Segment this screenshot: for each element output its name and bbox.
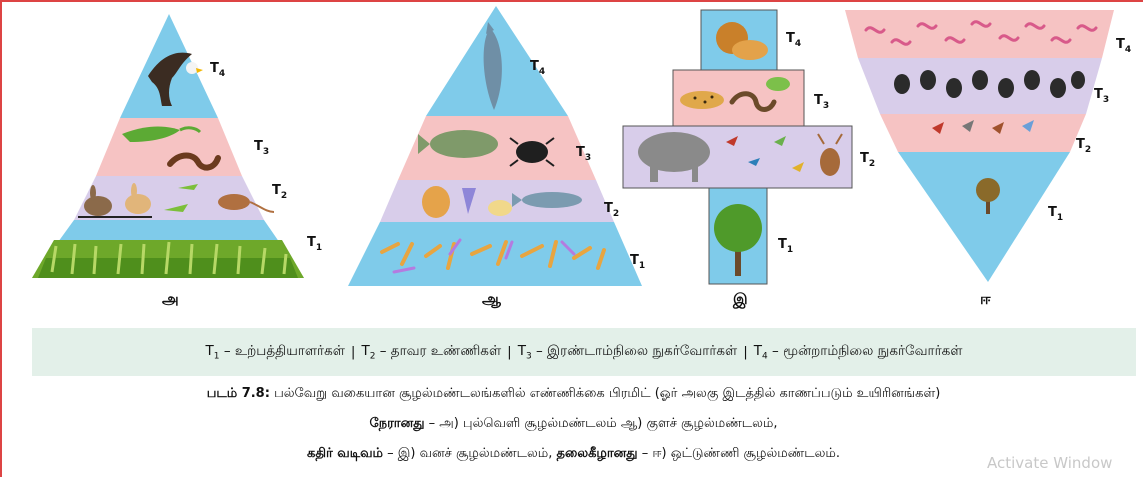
- pyramid-i-t3-label: T3: [814, 93, 829, 111]
- pyramid-a: T4 T3 T2 T1 அ: [32, 14, 322, 308]
- caption-text: பல்வேறு வகையான சூழல்மண்டலங்களில் எண்ணிக்…: [270, 386, 940, 401]
- pyramid-aa: T4 T3 T2 T1 ஆ: [348, 6, 645, 308]
- figure-number: படம் 7.8:: [207, 386, 270, 401]
- grass-image: [32, 240, 304, 278]
- legend-item-t2: T2 – தாவர உண்ணிகள்: [361, 343, 501, 362]
- pyramid-ee-t2-label: T2: [1076, 137, 1091, 155]
- inverted-term: தலைகீழானது: [557, 446, 638, 461]
- legend-band: T1 – உற்பத்தியாளர்கள் | T2 – தாவர உண்ணிக…: [32, 328, 1136, 376]
- pyramid-a-label: அ: [162, 290, 179, 308]
- caption-line-1: படம் 7.8: பல்வேறு வகையான சூழல்மண்டலங்களி…: [2, 386, 1143, 402]
- pyramid-ee-t3-label: T3: [1094, 87, 1109, 105]
- pyramid-aa-label: ஆ: [482, 290, 502, 308]
- beetle-image: [510, 138, 554, 166]
- pyramid-a-t3-label: T3: [254, 139, 269, 157]
- spindle-term: கதிர் வடிவம்: [307, 446, 383, 461]
- pyramid-ee: T4 T3 T2 T1 ஈ: [845, 10, 1131, 308]
- legend-item-t3: T3 – இரண்டாம்நிலை நுகர்வோர்கள்: [518, 343, 738, 362]
- pyramid-aa-level-t3: [398, 116, 596, 180]
- pyramid-aa-level-t1: [348, 222, 642, 286]
- pyramid-a-t1-label: T1: [307, 235, 322, 253]
- pyramid-ee-level-t4: [845, 10, 1114, 58]
- pyramid-i-t2-label: T2: [860, 151, 875, 169]
- pyramid-panels: T4 T3 T2 T1 அ: [2, 2, 1143, 322]
- spindle-text: – இ) வனச் சூழல்மண்டலம்,: [383, 446, 557, 461]
- legend-separator: |: [737, 344, 754, 360]
- pyramid-a-t2-label: T2: [272, 183, 287, 201]
- activate-windows-watermark: Activate Window: [987, 454, 1112, 472]
- legend-item-t1: T1 – உற்பத்தியாளர்கள்: [206, 343, 345, 362]
- caption-line-2: நேரானது – அ) புல்வெளி சூழல்மண்டலம் ஆ) கு…: [2, 416, 1143, 432]
- pyramid-ee-level-t1: [898, 152, 1070, 282]
- cheetah-image: [680, 91, 724, 109]
- legend-separator: |: [501, 344, 518, 360]
- frog-image: [766, 77, 790, 91]
- pyramid-ee-t4-label: T4: [1116, 37, 1131, 55]
- pyramid-ee-label: ஈ: [980, 290, 991, 308]
- legend-separator: |: [345, 344, 362, 360]
- upright-term: நேரானது: [370, 416, 425, 431]
- inverted-text: – ஈ) ஒட்டுண்ணி சூழல்மண்டலம்.: [638, 446, 840, 461]
- pyramid-i: T4 T3 T2 T1 இ: [623, 10, 875, 309]
- pyramid-i-t1-label: T1: [778, 237, 793, 255]
- legend-item-t4: T4 – மூன்றாம்நிலை நுகர்வோர்கள்: [754, 343, 963, 362]
- upright-text: – அ) புல்வெளி சூழல்மண்டலம் ஆ) குளச் சூழல…: [424, 416, 777, 431]
- pyramid-a-level-t3: [96, 118, 242, 176]
- pyramid-i-label: இ: [732, 290, 748, 309]
- caption-line-3: கதிர் வடிவம் – இ) வனச் சூழல்மண்டலம், தலை…: [2, 446, 1143, 462]
- pyramid-a-t4-label: T4: [210, 61, 225, 79]
- pyramid-i-t4-label: T4: [786, 31, 801, 49]
- pyramid-ee-level-t2: [880, 114, 1086, 152]
- pyramid-ee-t1-label: T1: [1048, 205, 1063, 223]
